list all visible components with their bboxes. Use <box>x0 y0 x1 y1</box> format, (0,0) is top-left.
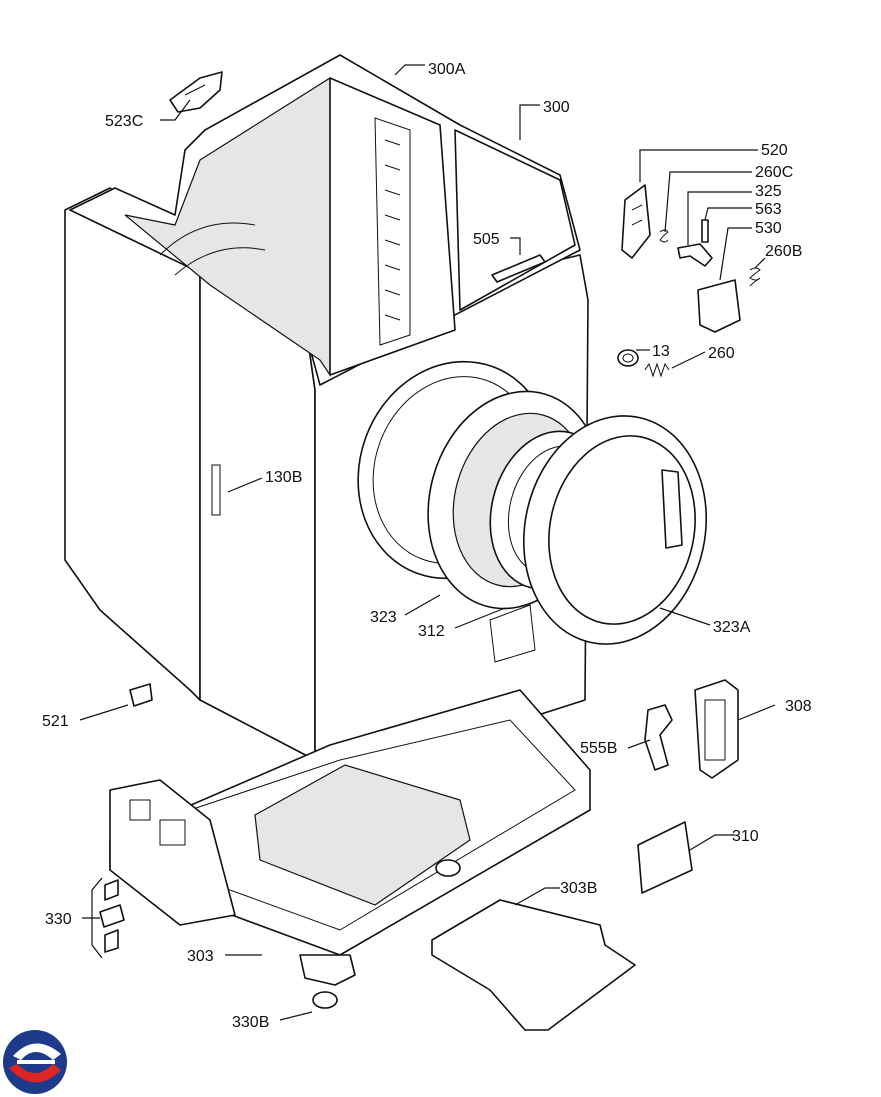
bracket-523c <box>169 71 223 113</box>
label-323: 323 <box>370 609 397 626</box>
label-300: 300 <box>543 99 570 116</box>
label-130B: 130B <box>265 469 302 486</box>
cover-303b <box>431 899 636 1031</box>
leader-lines <box>79 64 776 1021</box>
label-260B: 260B <box>765 243 802 260</box>
label-312: 312 <box>418 623 445 640</box>
cover-310 <box>637 821 693 894</box>
label-523C: 523C <box>105 113 143 130</box>
label-13: 13 <box>652 343 670 360</box>
label-325: 325 <box>755 183 782 200</box>
label-310: 310 <box>732 828 759 845</box>
label-530: 530 <box>755 220 782 237</box>
label-303B: 303B <box>560 880 597 897</box>
label-308: 308 <box>785 698 812 715</box>
hinge-parts <box>644 679 739 779</box>
label-323A: 323A <box>713 619 751 636</box>
label-330B: 330B <box>232 1014 269 1031</box>
label-505: 505 <box>473 231 500 248</box>
label-300A: 300A <box>428 61 466 78</box>
screws-330 <box>99 879 125 953</box>
label-520: 520 <box>761 142 788 159</box>
latch-parts <box>617 184 761 378</box>
screw-521 <box>129 683 153 707</box>
label-563: 563 <box>755 201 782 218</box>
label-555B: 555B <box>580 740 617 757</box>
label-260C: 260C <box>755 164 793 181</box>
label-303: 303 <box>187 948 214 965</box>
door-assembly <box>427 390 708 645</box>
label-260: 260 <box>708 345 735 362</box>
brand-logo <box>3 1030 67 1094</box>
label-521: 521 <box>42 713 69 730</box>
base-303 <box>109 689 591 1009</box>
label-330: 330 <box>45 911 72 928</box>
